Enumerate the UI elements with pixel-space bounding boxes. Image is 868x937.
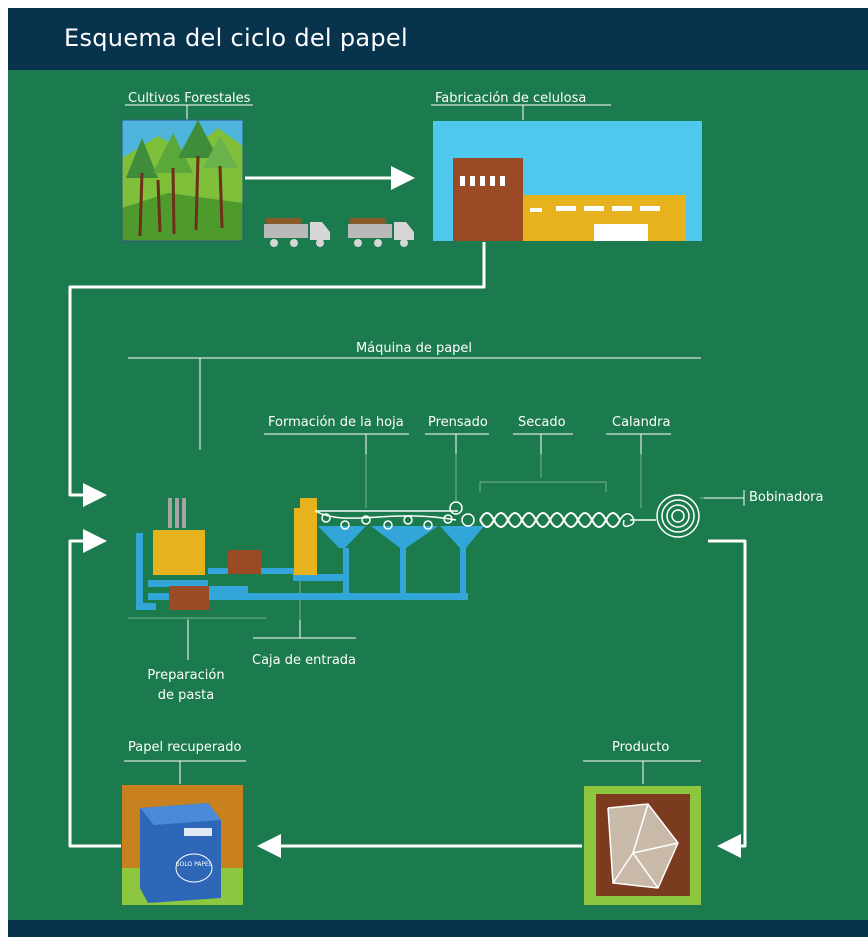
label-sheet-forming: Formación de la hoja xyxy=(268,415,404,430)
label-pressing: Prensado xyxy=(428,415,488,430)
footer-bar xyxy=(8,920,868,937)
label-product: Producto xyxy=(612,740,670,755)
truck-icons xyxy=(264,218,414,247)
label-pulp-factory: Fabricación de celulosa xyxy=(435,91,587,106)
forest-illustration xyxy=(121,119,244,242)
bin-text: SOLO PAPEL xyxy=(176,861,213,868)
label-forest: Cultivos Forestales xyxy=(128,91,251,106)
paper-machine-illustration xyxy=(136,494,700,610)
arrow-machine-to-product xyxy=(708,539,747,858)
arrow-recovered-to-machine xyxy=(68,529,121,848)
header-bar: Esquema del ciclo del papel xyxy=(8,8,868,70)
diagram-frame: Esquema del ciclo del papel xyxy=(8,8,868,937)
label-winder: Bobinadora xyxy=(749,490,824,505)
label-paper-machine: Máquina de papel xyxy=(355,341,473,356)
label-calender: Calandra xyxy=(612,415,671,430)
label-headbox: Caja de entrada xyxy=(252,653,356,668)
arrow-factory-to-machine xyxy=(68,242,486,507)
recycling-bin-illustration: SOLO PAPEL xyxy=(122,785,243,905)
label-pulp-prep-line2: de pasta xyxy=(157,688,215,703)
flow-arrows xyxy=(68,166,747,858)
product-illustration xyxy=(584,786,701,905)
label-recovered-paper: Papel recuperado xyxy=(128,740,242,755)
pulp-factory-illustration xyxy=(433,121,702,241)
paper-cycle-diagram: SOLO PAPEL xyxy=(68,104,747,905)
page-title: Esquema del ciclo del papel xyxy=(64,24,408,52)
label-pulp-prep-line1: Preparación xyxy=(147,668,225,683)
label-drying: Secado xyxy=(518,415,566,430)
